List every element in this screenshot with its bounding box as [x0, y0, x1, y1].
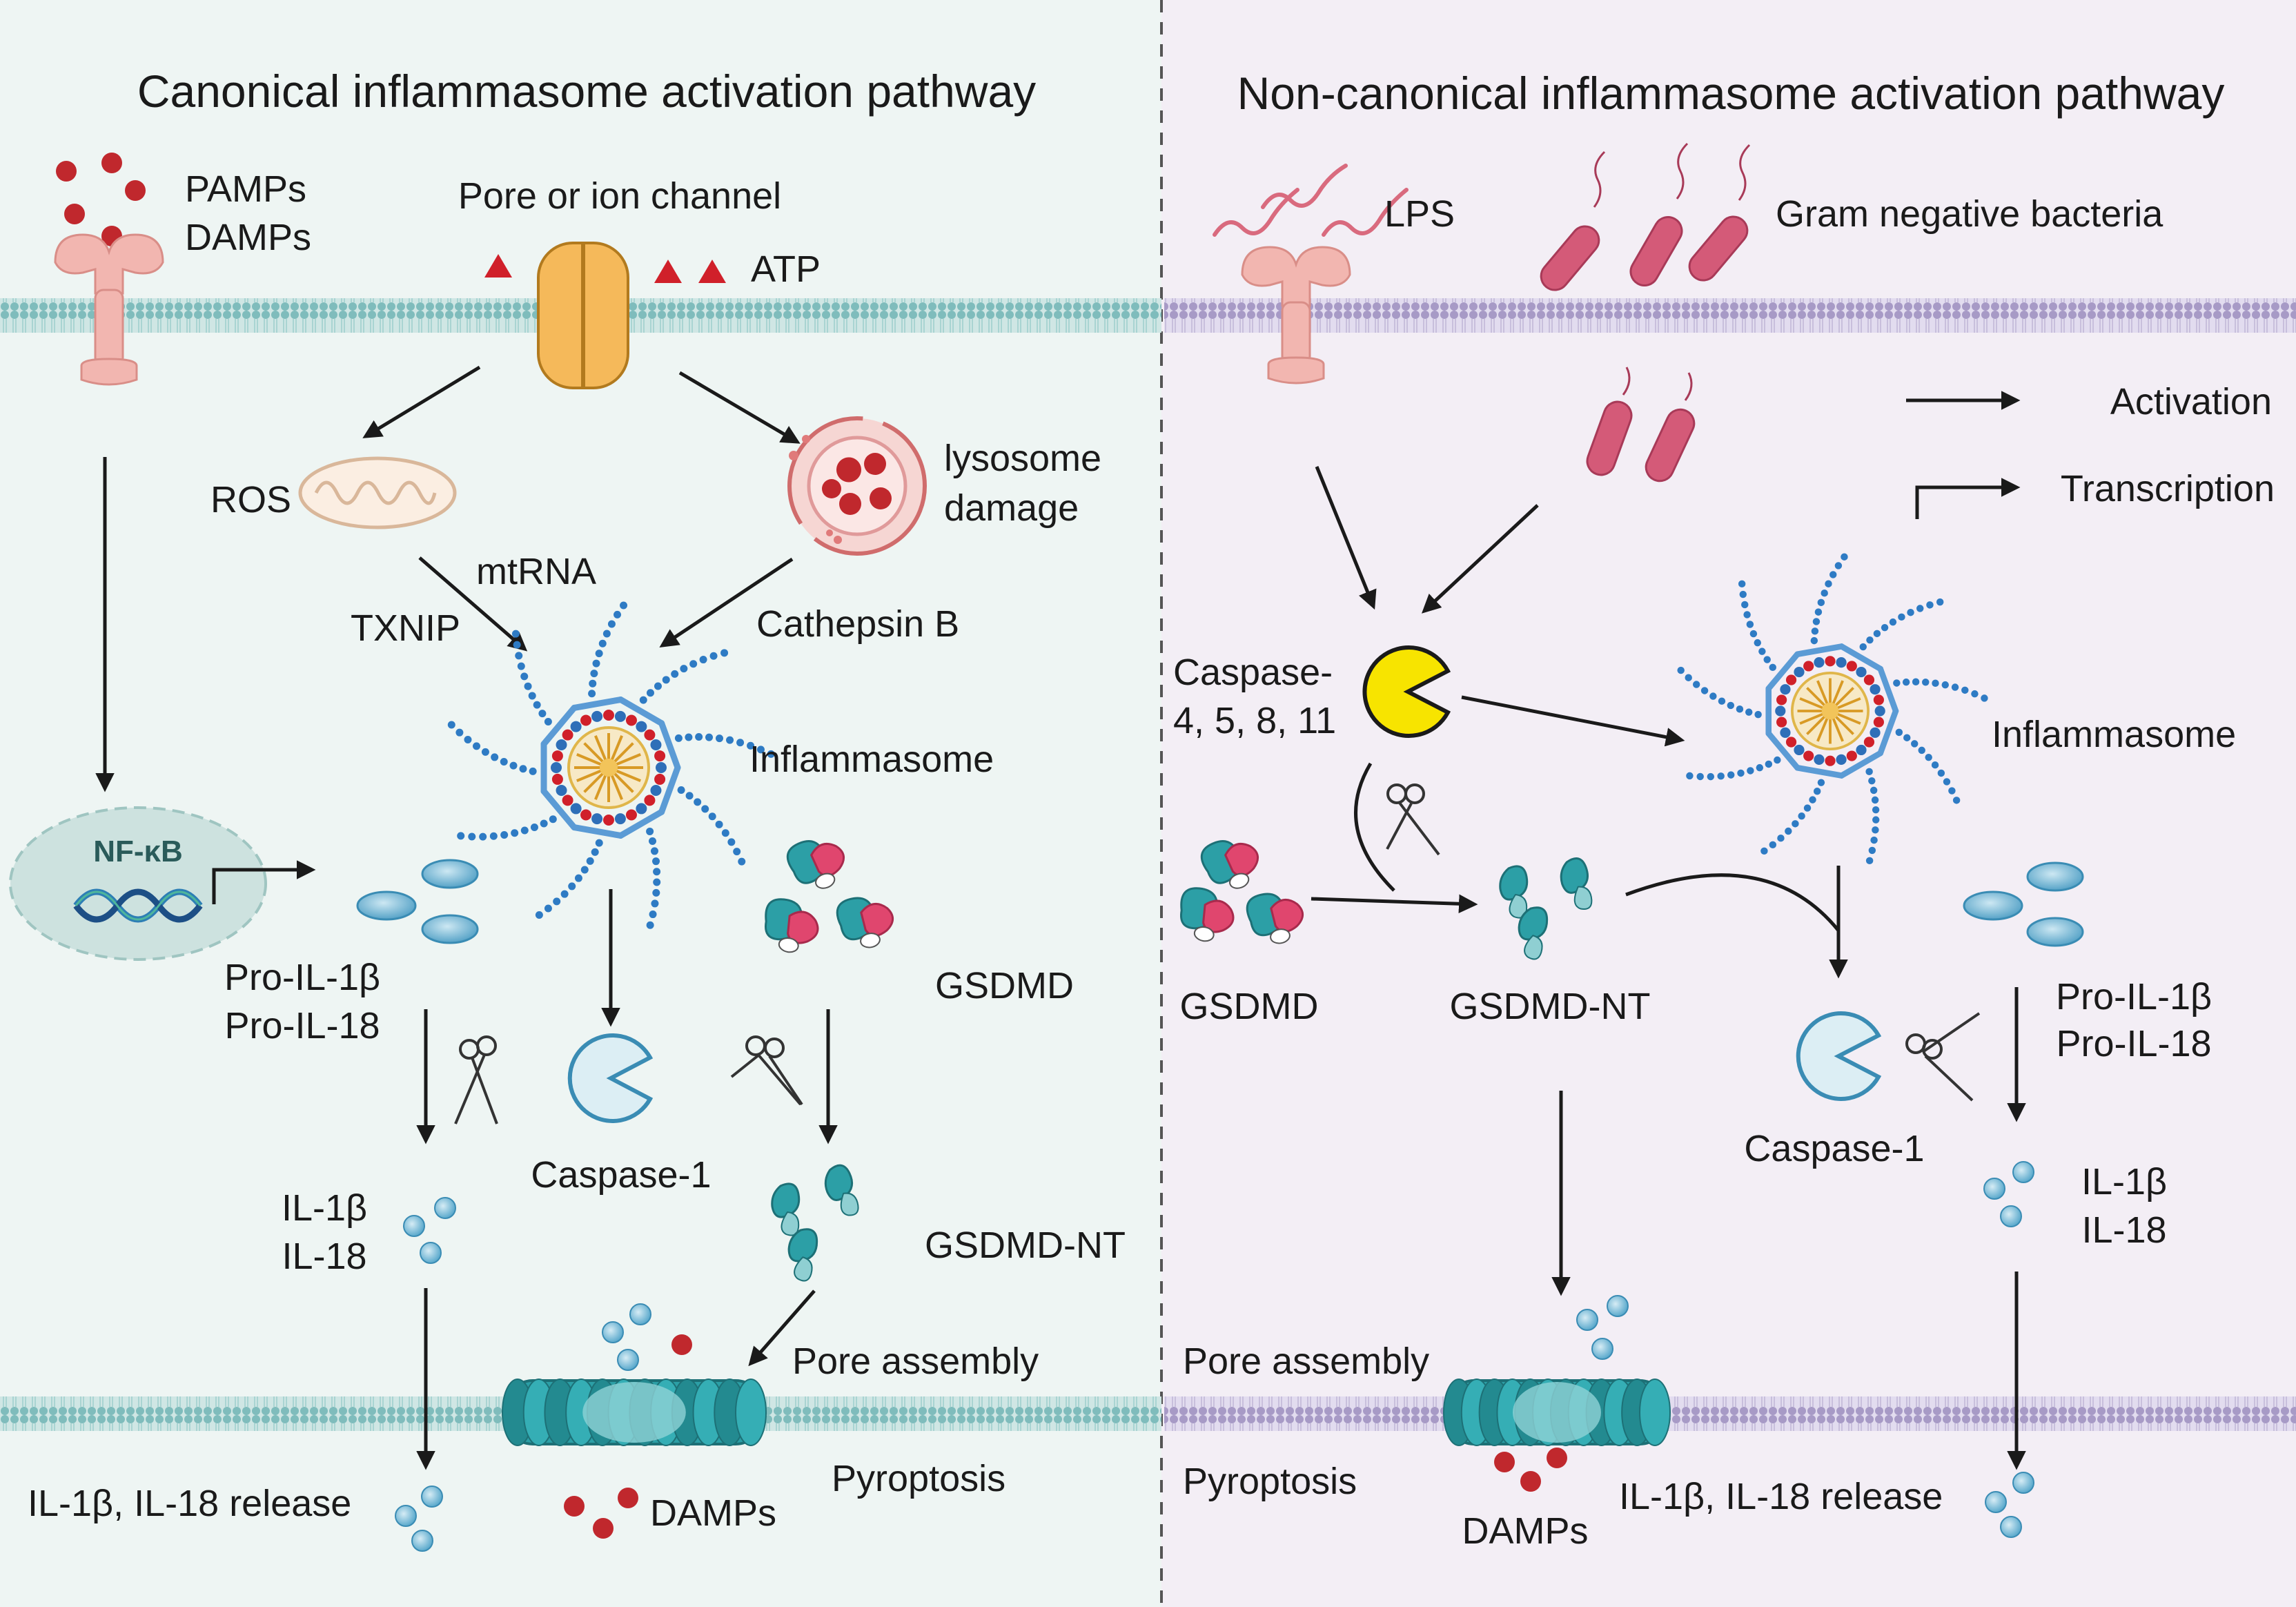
inflammasome-right-label: Inflammasome [1992, 714, 2236, 755]
il1b-label: IL-1β [282, 1187, 367, 1229]
gsdmd-label: GSDMD [935, 965, 1074, 1006]
cathepsin-label: Cathepsin B [756, 603, 959, 645]
gsdmd-nt-right-label: GSDMD-NT [1450, 986, 1651, 1027]
noncanonical-title: Non-canonical inflammasome activation pa… [1237, 68, 2225, 119]
released-il-particles [395, 1486, 443, 1552]
bacteria-flagella [1593, 142, 1751, 401]
nt-to-caspase1-curve [1625, 873, 1840, 932]
gsdmd-nt-label: GSDMD-NT [925, 1225, 1126, 1266]
atp-label: ATP [751, 249, 821, 290]
arrow-lysosome-to-inflammasome [659, 557, 794, 648]
inflammasome-icon [447, 601, 775, 929]
ion-channel-icon [537, 242, 629, 389]
receptor-icon [54, 233, 164, 386]
inflammasome-icon [1677, 553, 1988, 865]
lps-label: LPS [1384, 193, 1455, 235]
pore-particles [1576, 1295, 1629, 1360]
damps-label: DAMPs [185, 217, 311, 258]
arrow-gsdmd-to-nt-right [1311, 894, 1478, 913]
lps-icon [1213, 164, 1409, 237]
il-particles [1983, 1161, 2034, 1227]
legend-transcription-label: Transcription [2061, 468, 2275, 509]
noncanonical-panel [1161, 0, 2296, 1607]
pore-assembly-right-label: Pore assembly [1183, 1341, 1429, 1382]
legend-activation-label: Activation [2110, 381, 2272, 422]
gsdmd-nt-icon [1499, 857, 1593, 960]
release-label: IL-1β, IL-18 release [28, 1483, 351, 1524]
pro-il-particles [1963, 861, 2084, 947]
nucleus-icon [9, 806, 267, 961]
legend-transcription-arrow [1915, 478, 2021, 519]
bacteria-label: Gram negative bacteria [1776, 193, 2163, 235]
damps-right-label: DAMPs [1462, 1510, 1588, 1552]
caspase1-icon [567, 1033, 654, 1123]
lysosome-icon [787, 416, 927, 556]
gsdmd-icon [1180, 840, 1304, 944]
damp-particles [1494, 1448, 1567, 1492]
release-right-label: IL-1β, IL-18 release [1619, 1476, 1943, 1517]
pro-il1b-label: Pro-IL-1β [224, 957, 380, 998]
receptor-icon [1241, 246, 1351, 384]
pore-channel-label: Pore or ion channel [458, 175, 781, 217]
arrow-bacteria-to-caspase [1421, 504, 1539, 614]
il18-right-label: IL-18 [2081, 1209, 2166, 1251]
bacteria-icon [1540, 215, 1749, 483]
pro-il-particles [356, 859, 479, 944]
arrow-channel-to-lysosome [678, 371, 801, 444]
gsdmd-pore-icon [502, 1379, 767, 1446]
lysosome-label-2: damage [944, 487, 1079, 529]
pro-il1b-right-label: Pro-IL-1β [2056, 976, 2212, 1017]
transcription-arrow-nfkb [212, 860, 316, 904]
arrow-lps-to-caspase [1315, 466, 1377, 610]
arrow-caspase-to-inflammasome [1461, 695, 1685, 747]
scissors-icon [454, 1035, 498, 1124]
pore-assembly-label: Pore assembly [792, 1341, 1039, 1382]
ros-label: ROS [210, 479, 291, 520]
cleavage-arc [1354, 762, 1395, 892]
pyroptosis-label: Pyroptosis [832, 1458, 1005, 1499]
scissors-icon [1386, 783, 1440, 856]
caspase4-icon [1362, 645, 1451, 738]
arrow-nt-to-pore [748, 1289, 816, 1367]
arrow-channel-to-ros [362, 365, 481, 438]
pamps-label: PAMPs [185, 168, 306, 210]
canonical-title: Canonical inflammasome activation pathwa… [137, 66, 1036, 117]
mtrna-label: mtRNA [476, 551, 596, 592]
membrane-top-right [1164, 298, 2296, 333]
nfkb-label: NF-κB [93, 835, 183, 868]
caspase1-right-label: Caspase-1 [1744, 1128, 1924, 1169]
atp-triangles [484, 254, 726, 283]
released-il-particles [1985, 1472, 2034, 1538]
membrane-bottom-right [1164, 1396, 2296, 1431]
pro-il18-right-label: Pro-IL-18 [2056, 1023, 2211, 1064]
il1b-right-label: IL-1β [2081, 1161, 2167, 1202]
pamp-particles [56, 153, 146, 246]
arrow-ros-to-inflammasome [418, 556, 528, 652]
pyroptosis-right-label: Pyroptosis [1183, 1461, 1357, 1502]
damp-particles [564, 1488, 638, 1539]
damps-out-label: DAMPs [650, 1492, 776, 1534]
inflammasome-label: Inflammasome [749, 739, 994, 780]
gsdmd-pore-icon [1443, 1379, 1671, 1446]
mitochondria-icon [298, 456, 457, 529]
txnip-label: TXNIP [351, 607, 460, 649]
caspase4-label-1: Caspase- [1173, 652, 1333, 693]
scissors-icon [730, 1035, 803, 1106]
caspase1-label: Caspase-1 [531, 1154, 711, 1196]
gsdmd-right-label: GSDMD [1180, 986, 1319, 1027]
il18-label: IL-18 [282, 1236, 366, 1277]
pore-particles [602, 1303, 692, 1371]
il-particles [403, 1197, 456, 1264]
gsdmd-icon [765, 840, 894, 953]
scissors-icon [1905, 1012, 1981, 1102]
gsdmd-nt-icon [771, 1164, 859, 1282]
caspase1-right-icon [1796, 1011, 1882, 1101]
caspase4-label-2: 4, 5, 8, 11 [1173, 700, 1336, 741]
pro-il18-label: Pro-IL-18 [224, 1005, 380, 1046]
lysosome-label-1: lysosome [944, 438, 1101, 479]
